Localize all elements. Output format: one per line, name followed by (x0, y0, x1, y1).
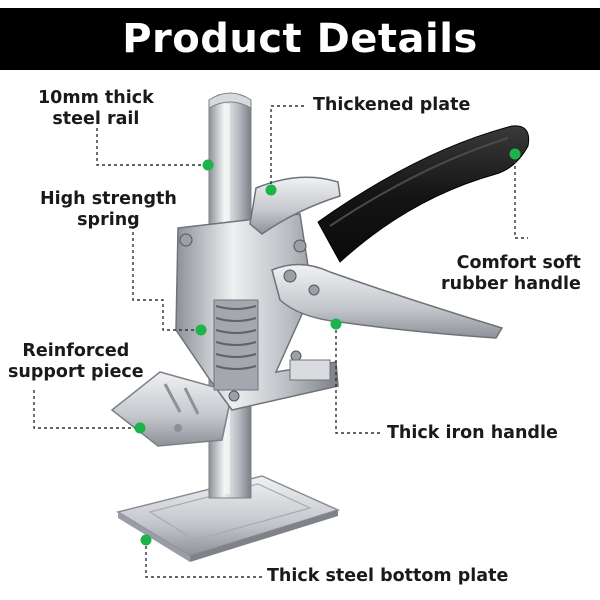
housing (175, 213, 339, 411)
marker-dots (134, 148, 521, 546)
dot-spring (195, 324, 207, 336)
dot-plate (265, 184, 277, 196)
leader-rubber (514, 154, 528, 239)
dot-bottom (140, 534, 152, 546)
leader-bottom (145, 540, 262, 578)
leader-plate (270, 105, 306, 190)
leader-lines (33, 105, 528, 578)
label-thickened-plate: Thickened plate (313, 95, 471, 115)
title-banner: Product Details (0, 8, 600, 70)
page-title: Product Details (122, 16, 478, 62)
iron-handle (271, 263, 504, 339)
label-bottom-plate: Thick steel bottom plate (267, 566, 509, 586)
label-spring: High strength spring (40, 189, 177, 230)
label-rubber-handle: Comfort soft rubber handle (441, 253, 581, 294)
dot-rubber (509, 148, 521, 160)
rubber-handle (317, 125, 530, 263)
label-steel-rail: 10mm thick steel rail (38, 88, 154, 129)
dot-support (134, 422, 146, 434)
leader-spring (132, 226, 201, 331)
leader-iron (335, 324, 382, 434)
dot-rail (202, 159, 214, 171)
leader-support (33, 390, 140, 429)
label-support-piece: Reinforced support piece (8, 341, 144, 382)
label-iron-handle: Thick iron handle (387, 423, 558, 443)
leader-rail (96, 128, 208, 166)
dot-iron (330, 318, 342, 330)
